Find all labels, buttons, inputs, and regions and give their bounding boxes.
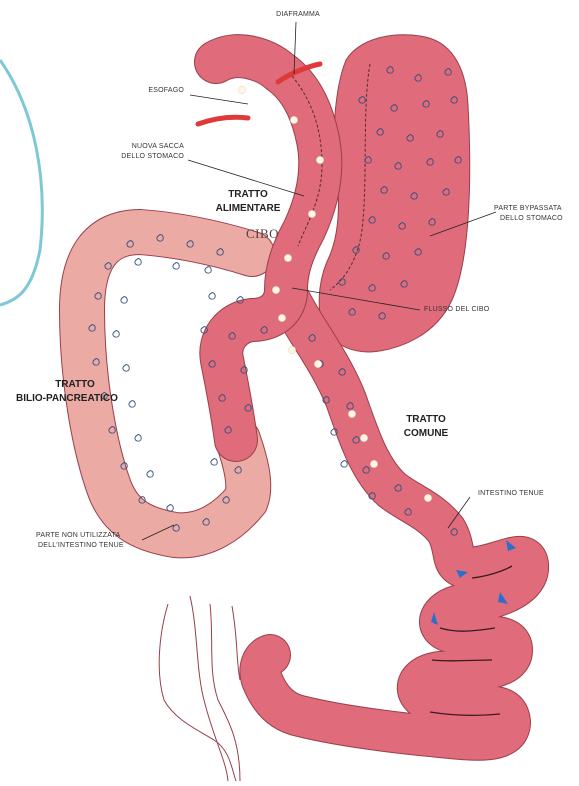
label-tratto-alimentare-2: ALIMENTARE (208, 203, 288, 215)
decorative-arc (0, 60, 42, 305)
label-nuova-sacca-1: NUOVA SACCA (100, 142, 184, 151)
label-tratto-comune-2: COMUNE (396, 428, 456, 440)
diaphragm-left (198, 117, 248, 124)
label-parte-bypassata-2: DELLO STOMACO (500, 214, 563, 223)
label-intestino-tenue: INTESTINO TENUE (478, 489, 544, 498)
label-nuova-sacca-2: DELLO STOMACO (100, 152, 184, 161)
label-tratto-bilio-2: BILIO-PANCREATICO (16, 393, 118, 405)
label-diaframma: DIAFRAMMA (268, 10, 328, 19)
label-parte-non-1: PARTE NON UTILIZZATA (36, 531, 120, 540)
label-flusso-cibo: FLUSSO DEL CIBO (424, 305, 489, 314)
common-tract (260, 300, 528, 740)
label-parte-non-2: DELL'INTESTINO TENUE (38, 541, 124, 550)
label-esofago: ESOFAGO (128, 86, 184, 95)
label-cibo: CIBO (246, 229, 279, 238)
label-tratto-bilio-1: TRATTO (30, 379, 120, 391)
label-tratto-comune-1: TRATTO (396, 414, 456, 426)
colon-sketch (159, 596, 240, 781)
label-tratto-alimentare-1: TRATTO (208, 189, 288, 201)
label-parte-bypassata-1: PARTE BYPASSATA (494, 204, 562, 213)
